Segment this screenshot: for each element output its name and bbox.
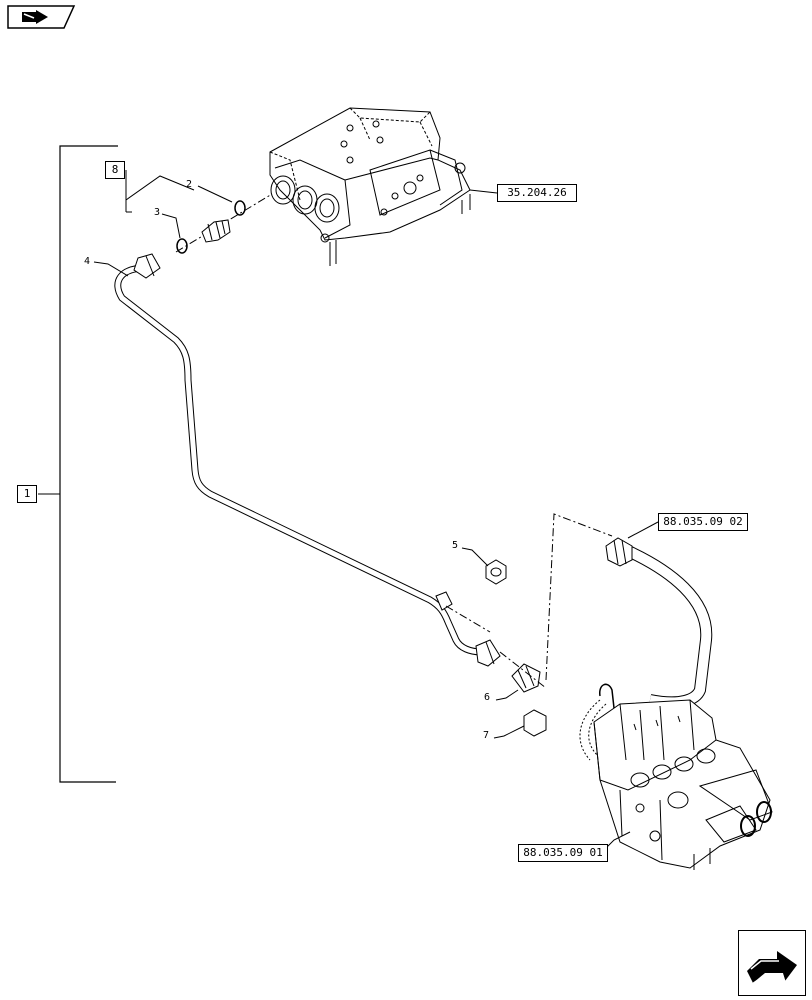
part-number-5: 5 <box>452 540 459 551</box>
next-page-button[interactable] <box>738 930 806 996</box>
previous-page-button[interactable] <box>6 4 76 30</box>
nut-drawing <box>485 559 507 585</box>
valve-block-drawing <box>593 683 773 870</box>
part-number-6: 6 <box>484 692 491 703</box>
connector-fitting-drawing <box>511 663 541 693</box>
kit-callout[interactable]: 8 <box>105 161 125 179</box>
cap-drawing <box>523 709 547 737</box>
part-number-4: 4 <box>84 256 91 267</box>
next-page-icon <box>747 951 797 984</box>
control-valve-drawing <box>269 107 498 266</box>
control-valve-reference-link[interactable]: 35.204.26 <box>497 184 577 202</box>
part-number-7: 7 <box>483 730 490 741</box>
assembly-callout[interactable]: 1 <box>17 485 37 503</box>
hose-drawing <box>605 537 713 709</box>
previous-page-icon <box>7 5 76 29</box>
part-number-2: 2 <box>186 179 193 190</box>
adapter-fitting-drawing <box>201 219 231 243</box>
hydraulic-tube-drawing <box>114 253 501 667</box>
valve-block-reference-link[interactable]: 88.035.09 01 <box>518 844 608 862</box>
hose-reference-link[interactable]: 88.035.09 02 <box>658 513 748 531</box>
part-number-3: 3 <box>154 207 161 218</box>
